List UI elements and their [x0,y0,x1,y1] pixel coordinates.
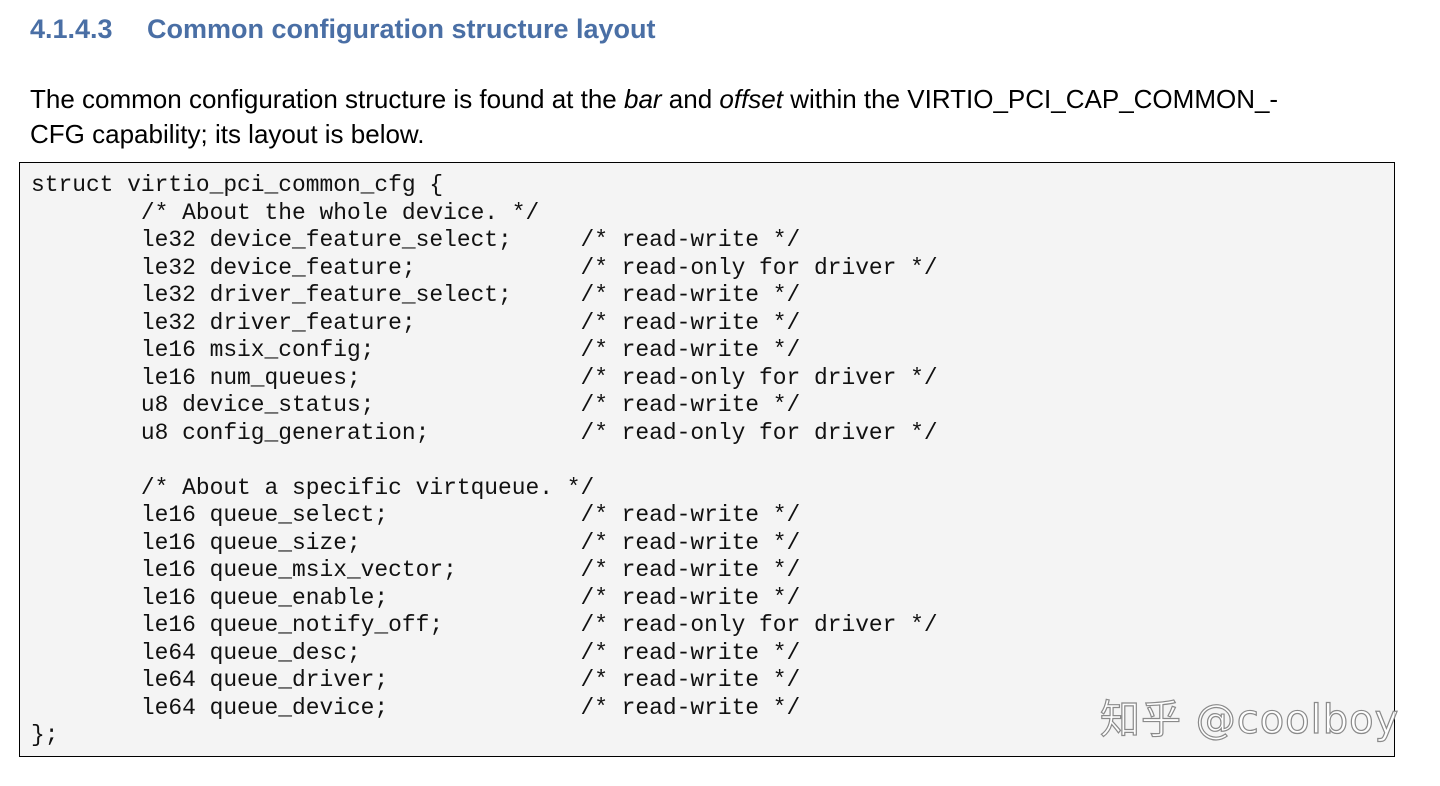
code-line: le32 device_feature; /* read-only for dr… [31,254,938,281]
code-line: le16 num_queues; /* read-only for driver… [31,364,938,391]
paragraph-line-2: CFG capability; its layout is below. [30,119,425,149]
paragraph-line-1: The common configuration structure is fo… [30,82,1410,117]
code-line: le16 queue_msix_vector; /* read-write */ [31,557,801,583]
bar-term: bar [623,84,662,114]
description-paragraph: The common configuration structure is fo… [30,82,1410,152]
section-heading: 4.1.4.3 Common configuration structure la… [30,10,656,48]
code-listing-box: struct virtio_pci_common_cfg { /* About … [19,162,1395,757]
code-line: /* About the whole device. */ [31,199,540,226]
section-number: 4.1.4.3 [30,14,113,44]
code-line: le32 device_feature_select; /* read-writ… [31,227,801,253]
paragraph-text-1: The common configuration structure is fo… [30,84,624,114]
code-line: le64 queue_device; /* read-write */ [31,694,801,721]
code-line: le32 driver_feature; /* read-write */ [31,309,801,336]
code-line: le16 queue_enable; /* read-write */ [31,584,801,611]
section-title: Common configuration structure layout [147,14,656,44]
code-line: le16 queue_select; /* read-write */ [31,502,801,528]
paragraph-text-2: and [661,84,720,114]
code-line: le32 driver_feature_select; /* read-writ… [31,282,801,308]
code-line-blank [31,447,938,475]
code-listing: struct virtio_pci_common_cfg { /* About … [31,172,938,750]
code-line: struct virtio_pci_common_cfg { [31,172,444,198]
code-line: le64 queue_driver; /* read-write */ [31,667,801,693]
paragraph-text-3: within the VIRTIO_PCI_CAP_COMMON_- [782,84,1279,114]
code-line: }; [31,722,59,748]
code-line: le64 queue_desc; /* read-write */ [31,639,801,666]
code-line: le16 queue_notify_off; /* read-only for … [31,612,938,638]
code-line: u8 config_generation; /* read-only for d… [31,419,938,446]
code-line: /* About a specific virtqueue. */ [31,474,595,501]
code-line: u8 device_status; /* read-write */ [31,392,801,418]
watermark: 知乎 @coolboy [1099,696,1400,743]
code-line: le16 queue_size; /* read-write */ [31,529,801,556]
code-line: le16 msix_config; /* read-write */ [31,337,801,363]
offset-term: offset [719,84,783,114]
